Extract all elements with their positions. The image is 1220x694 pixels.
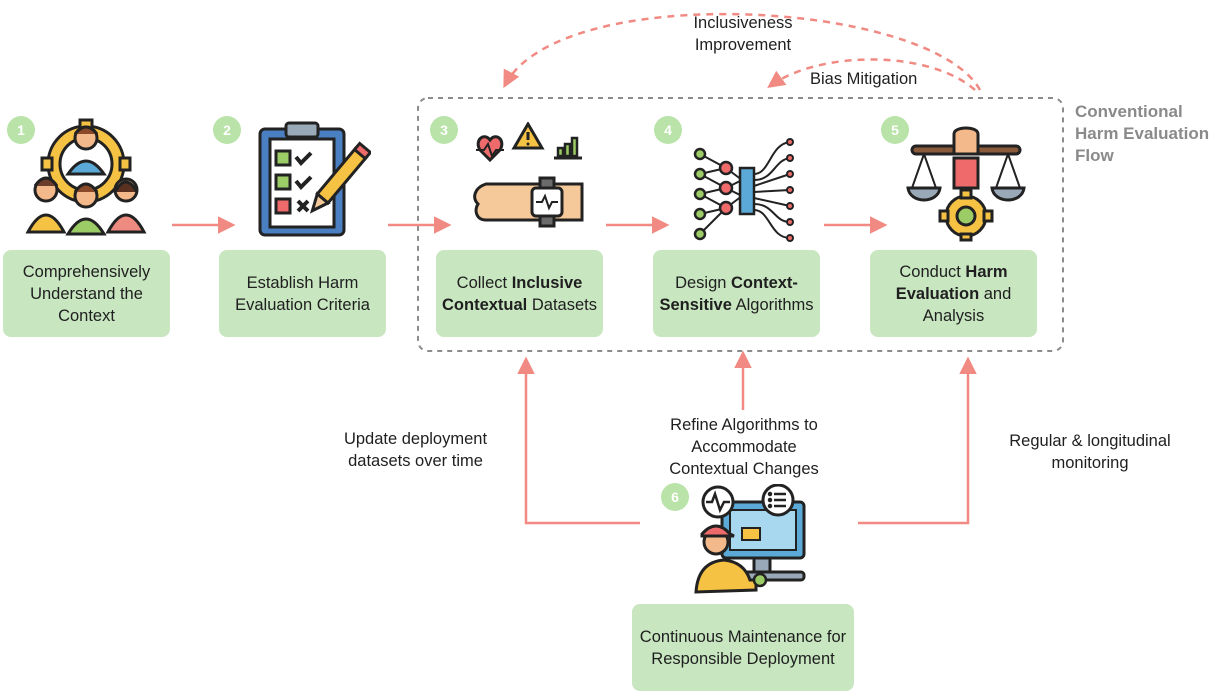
- monitoring-engineer-icon: [694, 484, 806, 594]
- step-3-text: Collect Inclusive Contextual Datasets: [442, 272, 597, 316]
- step-3-box: Collect Inclusive Contextual Datasets: [436, 250, 603, 337]
- neural-network-chip-icon: [693, 138, 794, 242]
- wearable-sensor-icon: [473, 122, 584, 228]
- label-update-datasets: Update deployment datasets over time: [343, 430, 488, 470]
- step-text-part: Context-Sensitive: [659, 273, 798, 314]
- step-text-part: Collect: [456, 273, 512, 292]
- arrow-regular-monitoring: [858, 356, 977, 525]
- step-text-part: Algorithms: [731, 295, 814, 314]
- step-5-text: Conduct Harm Evaluation and Analysis: [876, 261, 1031, 327]
- step-2-text: Establish Harm Evaluation Criteria: [225, 272, 380, 316]
- step-2-box: Establish Harm Evaluation Criteria: [219, 250, 386, 337]
- balance-scale-gear-icon: [906, 126, 1026, 242]
- team-people-icon: [25, 118, 147, 236]
- step-1-box: Comprehensively Understand the Context: [3, 250, 170, 337]
- step-5-box: Conduct Harm Evaluation and Analysis: [870, 250, 1037, 337]
- step-1-text: Comprehensively Understand the Context: [9, 261, 164, 327]
- step-text-part: Harm Evaluation: [895, 262, 1008, 303]
- step-6-box: Continuous Maintenance for Responsible D…: [632, 604, 854, 691]
- step-4-box: Design Context-Sensitive Algorithms: [653, 250, 820, 337]
- label-refine-algorithms: Refine Algorithms to Accommodate Context…: [669, 416, 819, 478]
- step-6-text: Continuous Maintenance for Responsible D…: [638, 626, 848, 670]
- step-6-badge: 6: [661, 483, 689, 511]
- step-text-part: Inclusive Contextual: [442, 273, 583, 314]
- step-text-part: Establish Harm Evaluation Criteria: [235, 273, 370, 314]
- step-5-badge: 5: [881, 116, 909, 144]
- step-text-part: Design: [675, 273, 732, 292]
- arrow-inclusiveness-improvement: [503, 12, 982, 91]
- step-3-badge: 3: [430, 116, 458, 144]
- step-text-part: and Analysis: [922, 284, 1012, 325]
- step-text-part: Datasets: [527, 295, 597, 314]
- conventional-flow-label: Conventional Harm Evaluation Flow: [1075, 102, 1210, 165]
- step-text-part: Continuous Maintenance for Responsible D…: [639, 627, 847, 668]
- arrow-bias-mitigation: [767, 58, 976, 91]
- label-inclusiveness-improvement: Inclusiveness Improvement: [693, 14, 793, 54]
- clipboard-checklist-icon: [258, 121, 371, 237]
- label-regular-monitoring: Regular & longitudinal monitoring: [1009, 432, 1171, 472]
- step-text-part: Comprehensively Understand the Context: [22, 262, 151, 325]
- arrow-update-datasets: [517, 356, 640, 525]
- step-4-badge: 4: [654, 116, 682, 144]
- step-1-badge: 1: [7, 116, 35, 144]
- step-2-badge: 2: [213, 116, 241, 144]
- label-bias-mitigation: Bias Mitigation: [810, 70, 918, 88]
- step-4-text: Design Context-Sensitive Algorithms: [659, 272, 814, 316]
- step-text-part: Conduct: [899, 262, 966, 281]
